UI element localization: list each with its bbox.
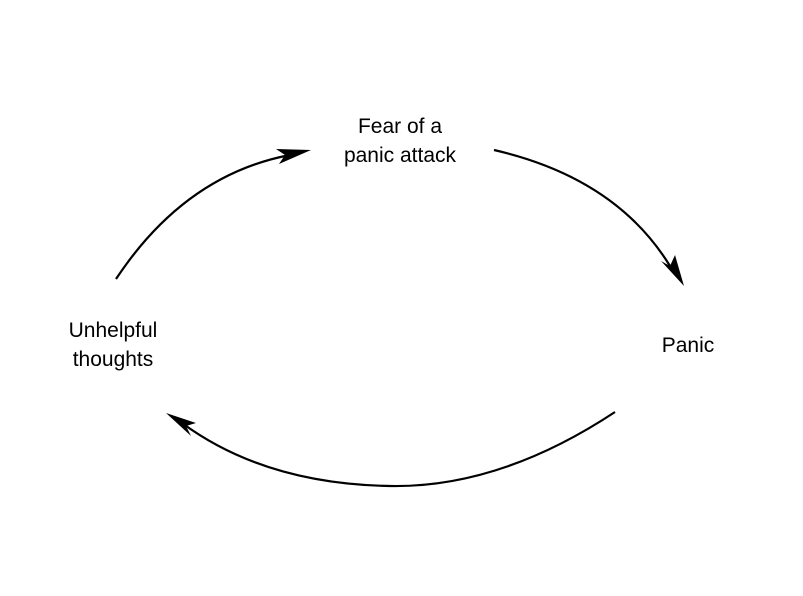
node-panic: Panic [638,331,738,360]
node-panic-line-1: Panic [661,334,715,357]
arrow-fear-to-panic [493,148,671,267]
arrow-thoughts-to-fear [115,153,291,280]
arrowhead-thoughts-to-fear [276,149,311,164]
node-thoughts-line-1: Unhelpful [68,319,158,342]
node-fear-line-1: Fear of a [357,115,443,138]
node-unhelpful-thoughts: Unhelpful thoughts [38,316,188,374]
arrowhead-fear-to-panic [661,255,684,286]
node-fear-of-panic-attack: Fear of a panic attack [320,112,480,170]
node-fear-line-2: panic attack [343,144,457,167]
arrowhead-panic-to-thoughts [166,413,196,436]
node-thoughts-line-2: thoughts [72,348,154,371]
arrow-panic-to-thoughts [181,411,616,488]
